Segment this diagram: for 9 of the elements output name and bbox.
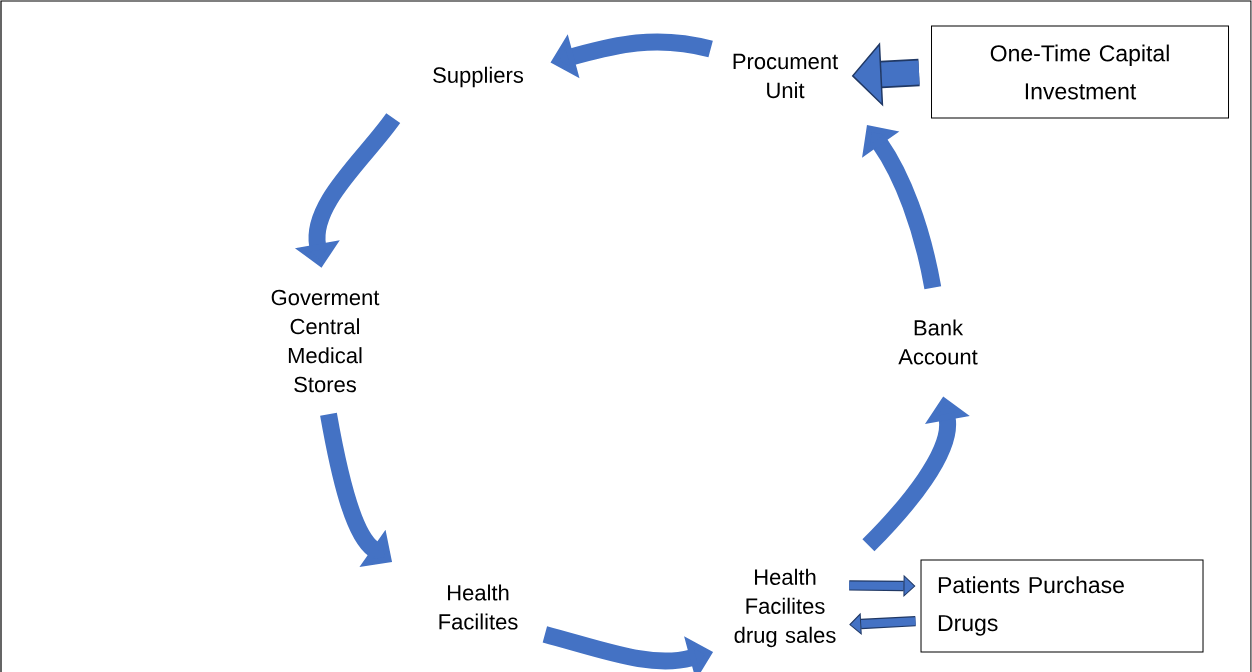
text-box: Patients Purchase Drugs — [920, 559, 1204, 653]
stage-label: Suppliers — [433, 66, 524, 88]
stage-label: Procument Unit — [733, 53, 839, 99]
stage-label: Bank Account — [898, 319, 978, 365]
curved-arrow — [862, 125, 942, 290]
stage-label: Goverment Central Medical Stores — [271, 289, 380, 393]
text-box: One-Time Capital Investment — [931, 25, 1229, 119]
stage-label: Health Facilites — [439, 584, 518, 630]
stage-label: Health Facilites drug sales — [734, 568, 836, 648]
